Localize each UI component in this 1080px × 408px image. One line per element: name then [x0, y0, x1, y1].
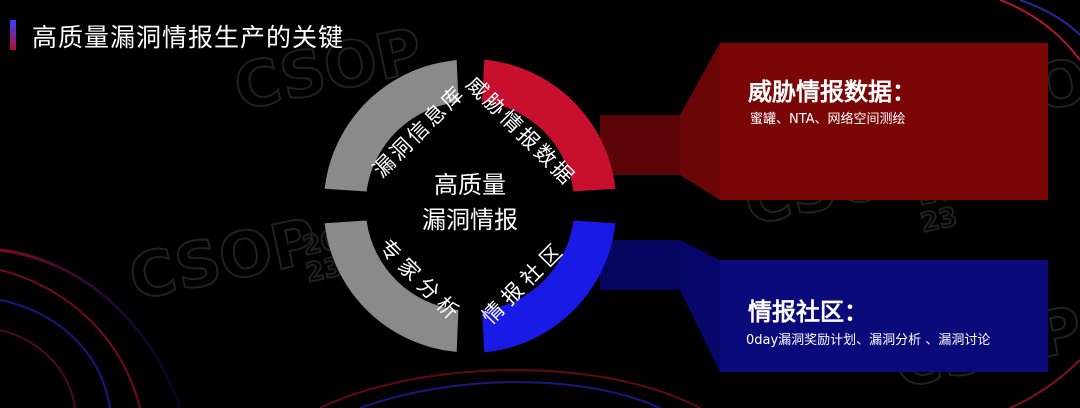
segment-expert-analysis[interactable]: [324, 220, 459, 352]
watermark-year-bottom: 23: [918, 202, 960, 239]
center-label-line1: 高质量: [434, 171, 506, 199]
community-connector-bar: [600, 240, 680, 290]
segment-intel-community[interactable]: [482, 220, 616, 353]
ring: 漏洞信息库 威胁情报数据 专家分析 情报社区 高质量 漏洞情报: [324, 59, 616, 353]
center-label-line2: 漏洞情报: [422, 206, 518, 234]
threat-panel-desc: 蜜罐、NTA、网络空间测绘: [750, 112, 906, 127]
community-panel-bg: [720, 260, 1048, 372]
threat-panel-title: 威胁情报数据：: [748, 78, 916, 106]
connectors: [600, 43, 720, 372]
community-panel-desc: 0day漏洞奖励计划、漏洞分析 、漏洞讨论: [746, 333, 991, 348]
page-title: 高质量漏洞情报生产的关键: [32, 23, 345, 52]
watermark-brand: CSOP: [123, 204, 323, 315]
threat-connector-bar: [600, 115, 680, 175]
title-accent-bar: [10, 20, 16, 50]
threat-panel-bg: [720, 43, 1048, 200]
segment-vuln-db[interactable]: [324, 60, 459, 192]
community-connector-trapezoid: [680, 240, 720, 372]
community-panel-title: 情报社区：: [748, 298, 868, 326]
threat-connector-trapezoid: [680, 43, 720, 200]
segment-threat-data[interactable]: [482, 59, 616, 192]
